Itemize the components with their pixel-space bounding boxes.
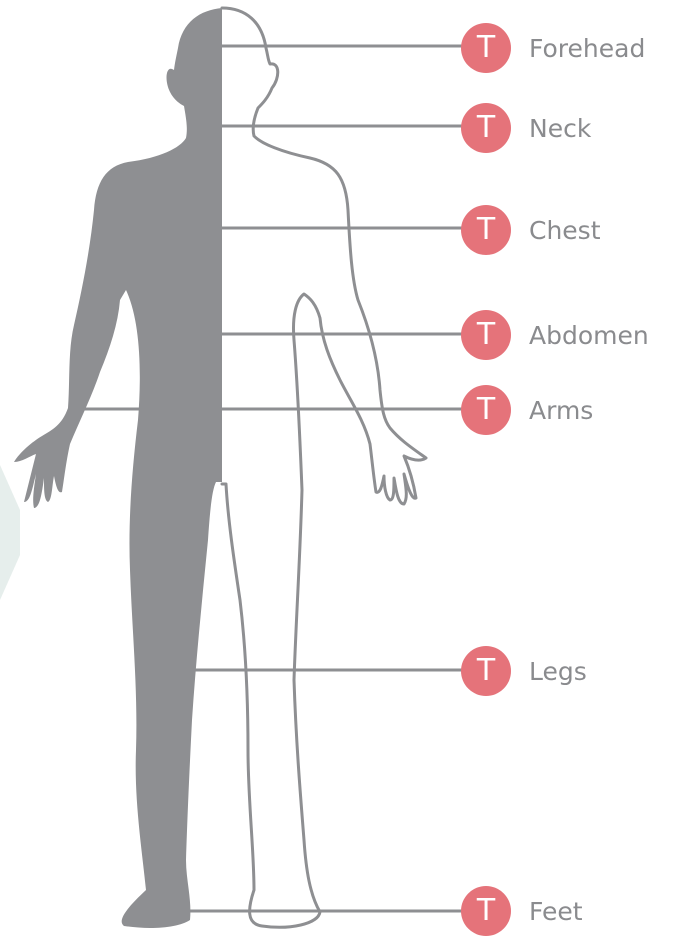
t-letter-circle-icon: T [461,646,511,696]
site-abdomen: T Abdomen [461,310,649,360]
site-chest: T Chest [461,205,601,255]
site-neck: T Neck [461,103,591,153]
site-label-abdomen: Abdomen [529,321,649,350]
site-forehead: T Forehead [461,23,645,73]
t-letter-circle-icon: T [461,385,511,435]
site-label-feet: Feet [529,897,583,926]
t-letter-circle-icon: T [461,205,511,255]
site-arms: T Arms [461,385,593,435]
body-silhouette-left-half [14,8,222,928]
site-label-arms: Arms [529,396,593,425]
site-label-forehead: Forehead [529,34,645,63]
t-letter-circle-icon: T [461,886,511,936]
t-letter-circle-icon: T [461,23,511,73]
t-letter-circle-icon: T [461,310,511,360]
site-label-legs: Legs [529,657,587,686]
site-label-chest: Chest [529,216,601,245]
site-feet: T Feet [461,886,583,936]
body-outline-right-half [222,8,426,927]
site-legs: T Legs [461,646,587,696]
t-letter-circle-icon: T [461,103,511,153]
site-label-neck: Neck [529,114,591,143]
